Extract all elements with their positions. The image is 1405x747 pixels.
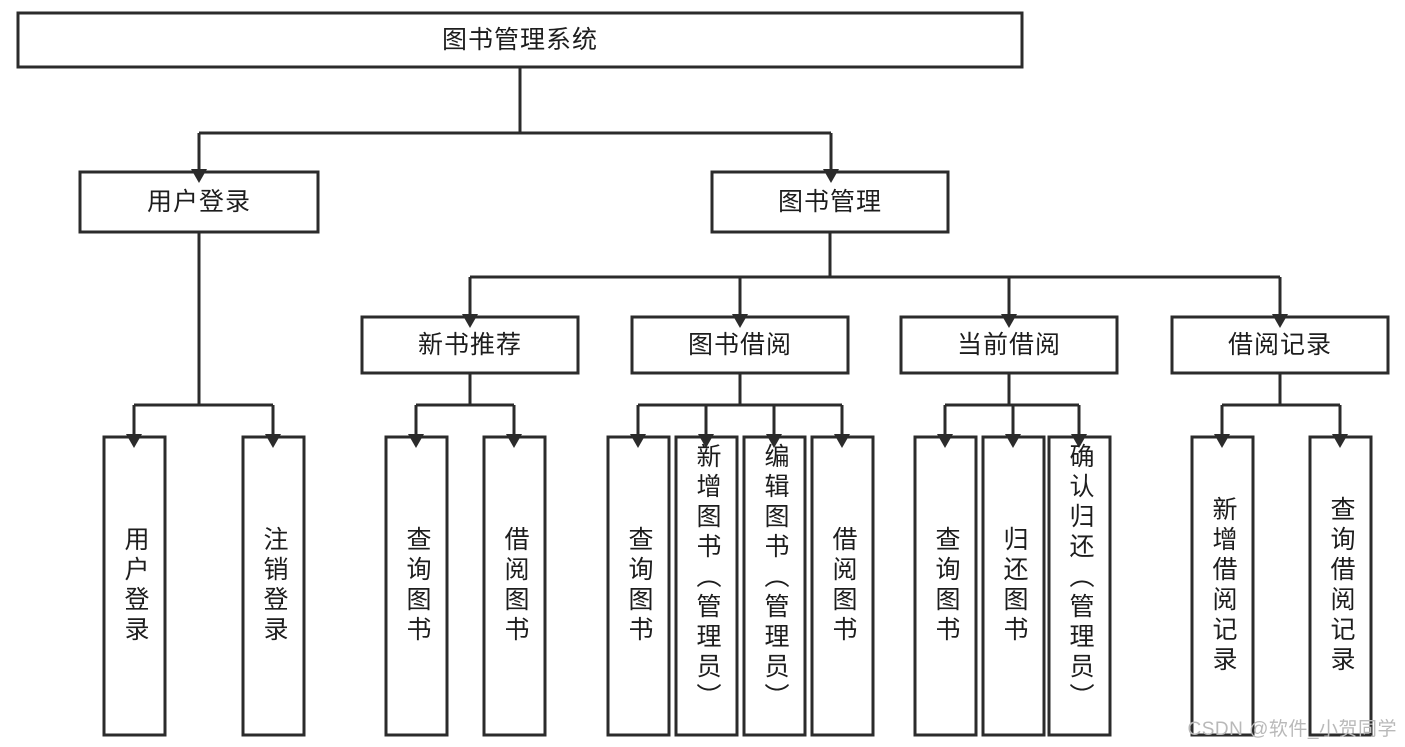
node-box-leaf-query-record: [1308, 435, 1373, 737]
node-box-book-management: [710, 170, 950, 234]
node-box-leaf-return-book: [981, 435, 1046, 737]
node-box-current-borrow: [899, 315, 1119, 375]
node-box-leaf-confirm-return: [1047, 435, 1112, 737]
node-box-new-book: [360, 315, 580, 375]
node-box-book-borrow: [630, 315, 850, 375]
node-box-leaf-edit-book: [742, 435, 807, 737]
node-box-leaf-query-book-1: [384, 435, 449, 737]
node-box-root: [16, 11, 1024, 69]
node-box-leaf-logout: [241, 435, 306, 737]
node-box-leaf-query-book-2: [606, 435, 671, 737]
node-box-leaf-add-record: [1190, 435, 1255, 737]
node-box-leaf-add-book: [674, 435, 739, 737]
node-box-leaf-borrow-book-2: [810, 435, 875, 737]
node-box-user-login: [78, 170, 320, 234]
node-box-leaf-borrow-book-1: [482, 435, 547, 737]
node-box-leaf-query-book-3: [913, 435, 978, 737]
node-box-leaf-user-login: [102, 435, 167, 737]
node-box-borrow-record: [1170, 315, 1390, 375]
